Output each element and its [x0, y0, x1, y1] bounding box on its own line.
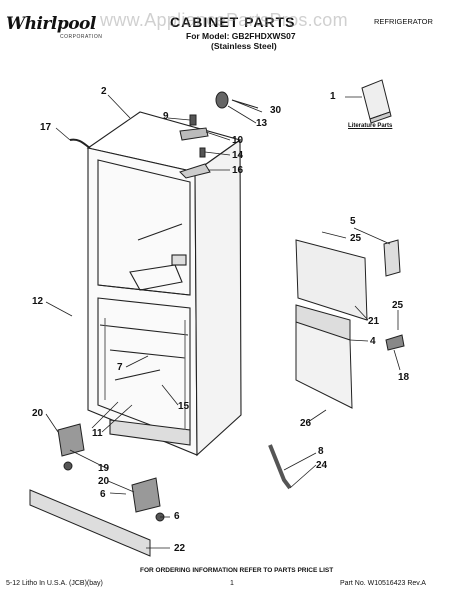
callout-4: 4 — [370, 336, 376, 347]
ordering-note: FOR ORDERING INFORMATION REFER TO PARTS … — [140, 567, 334, 574]
callout-11: 11 — [92, 428, 103, 439]
callout-26: 26 — [300, 418, 312, 429]
model-variant: (Stainless Steel) — [211, 41, 277, 51]
callout-19: 19 — [98, 463, 110, 474]
literature-booklet — [361, 79, 392, 124]
watermark: www.AppliancePartsPros.com — [100, 10, 348, 30]
callout-18: 18 — [398, 372, 410, 383]
callout-16: 16 — [232, 165, 244, 176]
roller — [385, 334, 405, 351]
part-number: Part No. W10516423 Rev.A — [340, 580, 426, 587]
callout-30: 30 — [270, 105, 282, 116]
callout-25-upper: 25 — [350, 233, 362, 244]
power-cord — [69, 138, 91, 149]
callout-21: 21 — [368, 316, 380, 327]
literature-label: Literature Parts — [348, 123, 393, 129]
callout-5: 5 — [350, 216, 356, 227]
hinge-cover — [383, 239, 401, 277]
callout-20-lower: 20 — [98, 476, 110, 487]
leveling-tool — [268, 444, 292, 490]
base-grille — [29, 489, 151, 557]
top-hinge — [215, 91, 259, 109]
callout-15: 15 — [178, 401, 190, 412]
page-title: CABINET PARTS — [170, 14, 296, 30]
callout-6-right: 6 — [174, 511, 180, 522]
callout-17: 17 — [40, 122, 52, 133]
brand-subtitle: CORPORATION — [60, 34, 103, 40]
leader-lines — [45, 94, 401, 549]
callout-25-lower: 25 — [392, 300, 404, 311]
cabinet — [86, 111, 242, 457]
callout-14: 14 — [232, 150, 244, 161]
page-number: 1 — [230, 580, 234, 587]
bottom-brackets — [57, 423, 165, 522]
callout-12: 12 — [32, 296, 44, 307]
whirlpool-logo: Whirlpool — [6, 14, 96, 34]
model-number: For Model: GB2FHDXWS07 — [186, 31, 296, 41]
callout-1: 1 — [330, 91, 336, 102]
callout-20-upper: 20 — [32, 408, 44, 419]
top-trim-parts — [179, 114, 211, 179]
callout-2: 2 — [101, 86, 107, 97]
callout-10: 10 — [232, 135, 244, 146]
document-type: REFRIGERATOR — [374, 17, 433, 26]
callout-13: 13 — [256, 118, 268, 129]
print-info: 5-12 Litho In U.S.A. (JCB)(bay) — [6, 580, 103, 587]
callout-6-left: 6 — [100, 489, 106, 500]
callout-9: 9 — [163, 111, 169, 122]
callout-22: 22 — [174, 543, 186, 554]
callout-24: 24 — [316, 460, 328, 471]
callout-7: 7 — [117, 362, 123, 373]
kick-panel — [295, 304, 353, 409]
callout-8: 8 — [318, 446, 324, 457]
